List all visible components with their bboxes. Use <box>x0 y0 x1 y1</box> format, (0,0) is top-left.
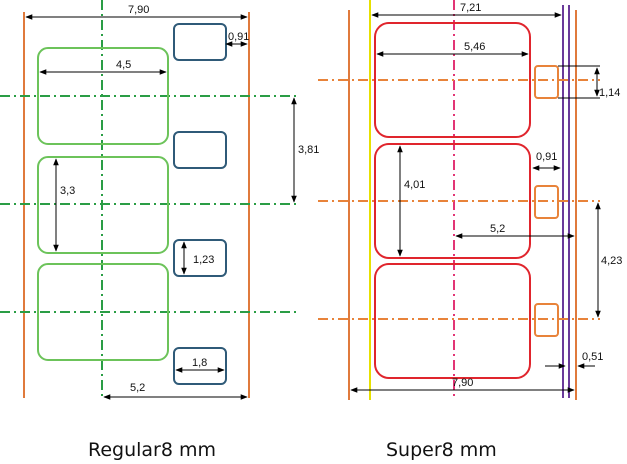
regular8-dim-center-offset-label: 5,2 <box>130 382 145 394</box>
regular8-dim-width-total-label: 7,90 <box>128 4 149 16</box>
super8-frame-3 <box>374 263 531 379</box>
regular8-dim-frame-width-label: 4,5 <box>116 59 131 71</box>
regular8-perforation-2 <box>173 131 227 169</box>
super8-dim-center-offset-label: 5,2 <box>490 223 505 235</box>
super8-dim-pitch-label: 4,23 <box>601 255 622 267</box>
super8-dim-perf-height-label: 1,14 <box>599 87 620 99</box>
super8-dim-usable-width-label: 7,21 <box>460 2 481 14</box>
super8-frame-2 <box>374 143 531 259</box>
regular8-dim-perf-height-label: 1,23 <box>193 254 214 266</box>
regular8-perforation-3 <box>173 239 227 277</box>
super8-perforation-1 <box>534 65 559 99</box>
super8-dim-frame-width-label: 5,46 <box>464 41 485 53</box>
regular8-dim-frame-height-label: 3,3 <box>60 185 75 197</box>
regular8-dim-pitch-label: 3,81 <box>298 144 319 156</box>
regular8-caption: Regular8 mm <box>88 439 216 461</box>
super8-caption: Super8 mm <box>386 439 497 461</box>
regular8-dim-perf-len-label: 1,8 <box>192 357 207 369</box>
super8-dim-width-total-label: 7,90 <box>452 377 473 389</box>
regular8-diagram: 7,90 0,91 4,5 3,81 3,3 1,23 1,8 5,2 Regu… <box>0 0 319 461</box>
super8-perforation-2 <box>534 185 559 219</box>
super8-frame-1 <box>374 22 531 138</box>
regular8-perforation-4 <box>173 347 227 385</box>
super8-diagram: 7,21 5,46 1,14 0,91 4,01 5,2 4,23 0,51 7… <box>318 0 622 461</box>
regular8-perforation-1 <box>173 23 227 61</box>
regular8-dim-perf-width-label: 0,91 <box>228 31 249 43</box>
regular8-frame-1 <box>37 47 169 145</box>
super8-dim-perf-width-label: 0,91 <box>536 151 557 163</box>
regular8-frame-2 <box>37 156 169 254</box>
super8-dim-frame-height-label: 4,01 <box>404 179 425 191</box>
regular8-frame-3 <box>37 263 169 361</box>
super8-dim-edge-margin-label: 0,51 <box>582 351 603 363</box>
super8-perforation-3 <box>534 303 559 337</box>
